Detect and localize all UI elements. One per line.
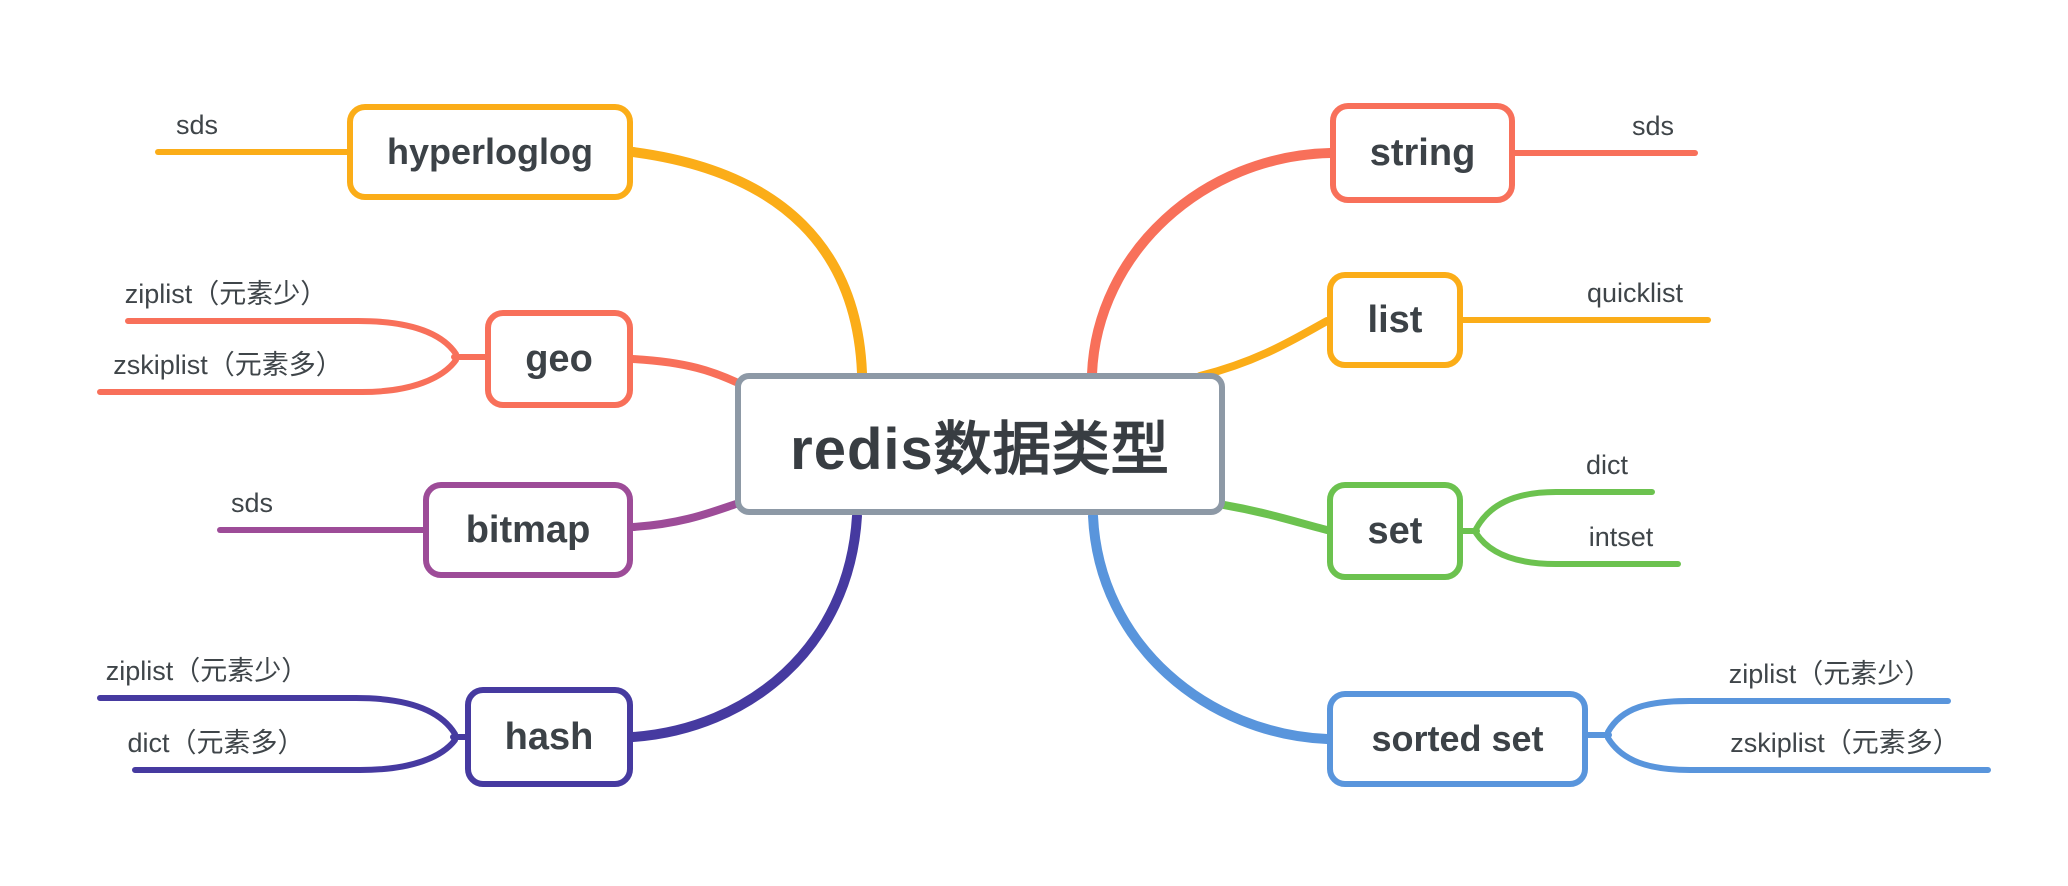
leaf-hash-ziplist[interactable]: ziplist（元素少）	[105, 656, 309, 686]
leaf-hash-dict[interactable]: dict（元素多）	[127, 728, 305, 758]
node-list[interactable]: list	[1327, 272, 1463, 368]
branch-set	[1220, 501, 1331, 534]
branch-bitmap	[629, 500, 740, 531]
leaf-string-sds[interactable]: sds	[1631, 111, 1675, 141]
leaf-list-quicklist[interactable]: quicklist	[1586, 278, 1684, 308]
line-sorted-set-ziplist	[1605, 698, 1951, 735]
line-sorted-set-zskiplist	[1605, 735, 1991, 773]
leaf-set-intset[interactable]: intset	[1588, 522, 1654, 552]
root-node-redis-data-types[interactable]: redis数据类型	[735, 373, 1225, 515]
branch-string	[1087, 148, 1335, 379]
branch-hyperloglog	[628, 147, 867, 378]
branch-hash	[628, 511, 862, 742]
line-hash-ziplist	[97, 695, 458, 737]
branch-list	[1196, 317, 1331, 380]
leaf-hyperloglog-sds[interactable]: sds	[175, 110, 219, 140]
node-sorted-set[interactable]: sorted set	[1327, 691, 1588, 787]
node-geo[interactable]: geo	[485, 310, 633, 408]
line-set-intset	[1473, 530, 1681, 567]
node-hash[interactable]: hash	[465, 687, 633, 787]
branch-sorted-set	[1088, 511, 1332, 744]
line-geo-zskiplist	[97, 357, 459, 395]
leaf-bitmap-sds[interactable]: sds	[230, 488, 274, 518]
node-set[interactable]: set	[1327, 482, 1463, 580]
line-set-dict	[1473, 489, 1655, 532]
leaf-sorted-set-zskiplist[interactable]: zskiplist（元素多）	[1730, 728, 1960, 758]
leaf-geo-ziplist[interactable]: ziplist（元素少）	[124, 279, 328, 309]
line-hash-dict	[132, 737, 458, 773]
line-geo-ziplist	[125, 318, 459, 357]
node-hyperloglog[interactable]: hyperloglog	[347, 104, 633, 200]
leaf-geo-zskiplist[interactable]: zskiplist（元素多）	[113, 350, 343, 380]
node-string[interactable]: string	[1330, 103, 1515, 203]
node-bitmap[interactable]: bitmap	[423, 482, 633, 578]
leaf-set-dict[interactable]: dict	[1585, 450, 1629, 480]
leaf-sorted-set-ziplist[interactable]: ziplist（元素少）	[1728, 659, 1932, 689]
branch-geo	[629, 355, 740, 386]
